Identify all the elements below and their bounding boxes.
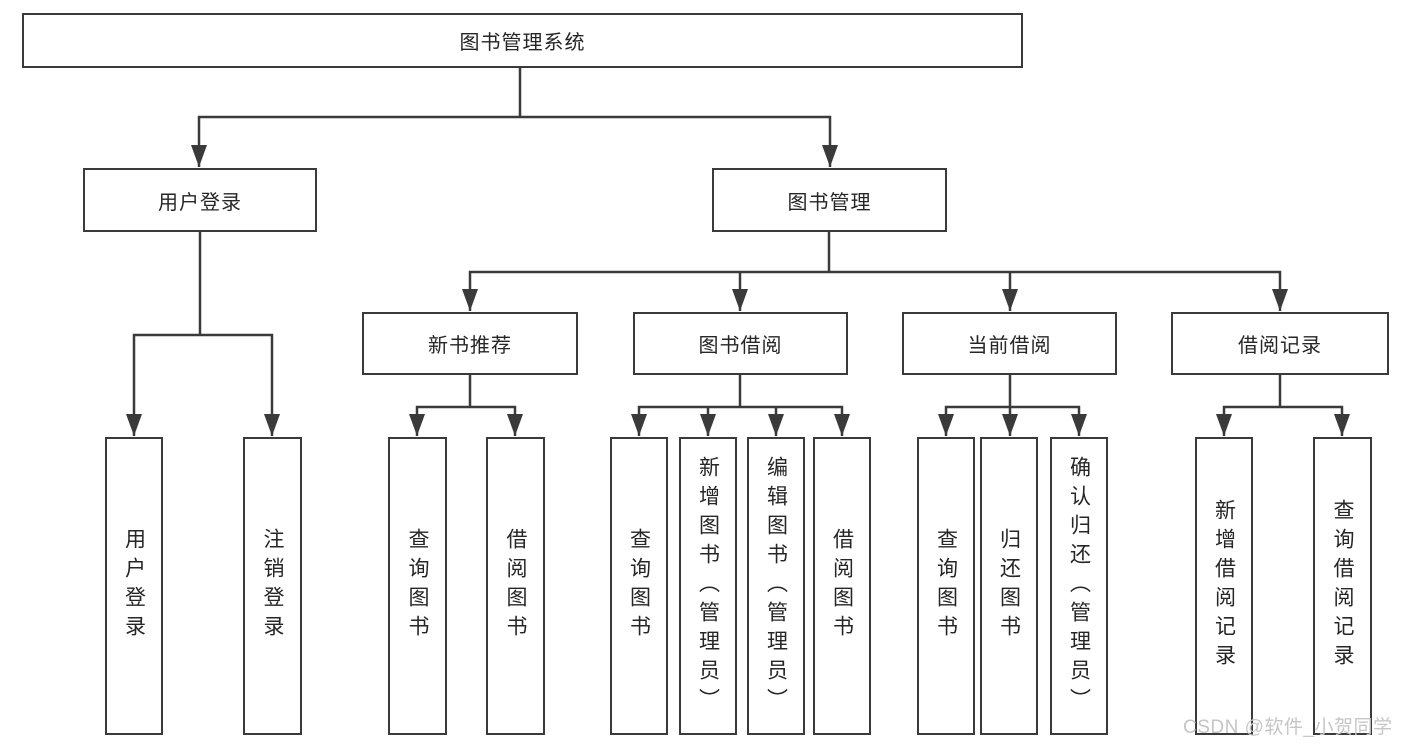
leaf-logout: 注销登录 (243, 437, 302, 735)
arrowhead (462, 289, 478, 311)
leaf-bb-edit-book-admin: 编辑图书（管理员） (747, 437, 805, 735)
arrowhead (1216, 414, 1232, 436)
arrowhead (1272, 289, 1288, 311)
node-book-borrow: 图书借阅 (633, 312, 848, 375)
connector-line (132, 333, 274, 436)
arrowhead (409, 414, 425, 436)
arrowhead (1002, 414, 1018, 436)
node-current-borrow: 当前借阅 (902, 312, 1117, 375)
connector-user-login-to-leaves (126, 232, 280, 436)
arrowhead (938, 414, 954, 436)
arrowhead (822, 145, 838, 167)
arrowhead (1334, 414, 1350, 436)
connector-line (637, 405, 844, 436)
leaf-bb-query-book: 查询图书 (610, 437, 668, 735)
leaf-br-query-record: 查询借阅记录 (1313, 437, 1372, 735)
connector-line (415, 405, 517, 436)
connector-new-book-rec-to-leaves (409, 375, 523, 436)
leaf-bb-add-book-admin: 新增图书（管理员） (679, 437, 737, 735)
arrowhead (1071, 414, 1087, 436)
arrowhead (732, 289, 748, 311)
arrowhead (700, 414, 716, 436)
connector-line (468, 270, 1282, 311)
node-book-mgmt: 图书管理 (712, 168, 947, 232)
connector-book-mgmt-to-level3 (462, 232, 1288, 311)
arrowhead (834, 414, 850, 436)
arrowhead (264, 414, 280, 436)
connector-line (197, 115, 832, 167)
connector-root-to-level2 (191, 68, 838, 167)
leaf-nb-query-book: 查询图书 (388, 437, 447, 735)
connector-book-borrow-to-leaves (631, 375, 850, 436)
arrowhead (126, 414, 142, 436)
node-root: 图书管理系统 (22, 13, 1023, 68)
arrowhead (1002, 289, 1018, 311)
node-user-login: 用户登录 (83, 168, 317, 232)
leaf-cb-return-book: 归还图书 (980, 437, 1038, 735)
watermark: CSDN @软件_小贺同学 (1183, 717, 1393, 738)
node-new-book-rec: 新书推荐 (362, 312, 578, 375)
arrowhead (631, 414, 647, 436)
arrowhead (507, 414, 523, 436)
connector-current-borrow-to-leaves (938, 375, 1087, 436)
leaf-br-add-record: 新增借阅记录 (1195, 437, 1253, 735)
arrowhead (768, 414, 784, 436)
node-borrow-records: 借阅记录 (1171, 312, 1389, 375)
leaf-nb-borrow-book: 借阅图书 (486, 437, 545, 735)
arrowhead (191, 145, 207, 167)
leaf-user-login: 用户登录 (105, 437, 163, 735)
leaf-cb-query-book: 查询图书 (917, 437, 975, 735)
leaf-bb-borrow-book: 借阅图书 (813, 437, 871, 735)
leaf-cb-confirm-return-admin: 确认归还（管理员） (1050, 437, 1108, 735)
connector-line (1222, 405, 1344, 436)
connector-borrow-records-to-leaves (1216, 375, 1350, 436)
connector-line (944, 405, 1081, 436)
